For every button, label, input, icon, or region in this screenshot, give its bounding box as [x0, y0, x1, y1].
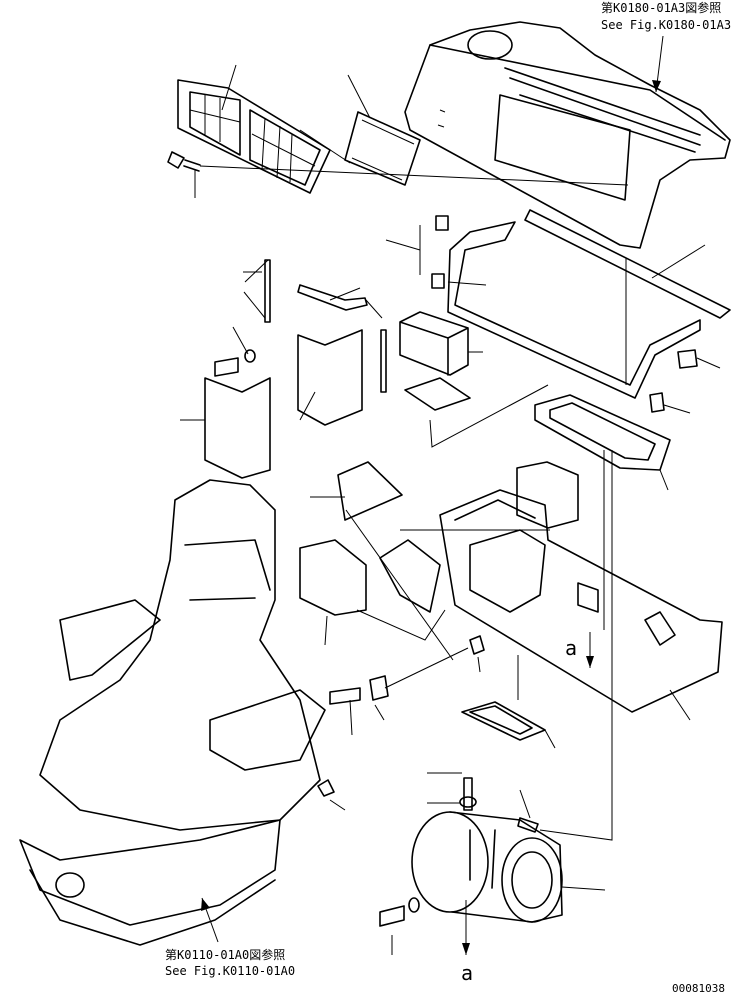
bolt-washer: [214, 349, 256, 377]
marker-arrow-upper-head: [586, 656, 594, 668]
ref-arrow-top-head: [652, 80, 661, 92]
grommet: [469, 635, 485, 655]
washer-blower: [459, 796, 477, 808]
bolt-blower-1: [463, 777, 473, 811]
bolt-blower-2: [379, 905, 405, 927]
cover-box: [516, 461, 579, 529]
side-plate: [297, 329, 363, 426]
filter-inner: [351, 119, 415, 181]
filter-panel: [344, 111, 421, 186]
pad-sheet: [404, 377, 471, 411]
blower-motor: [411, 811, 563, 923]
wedge-plate: [379, 539, 441, 613]
reference-top-jp: 第K0180-01A3図参照: [601, 0, 721, 15]
rod-1: [264, 259, 271, 323]
washer-blower-2: [408, 897, 420, 913]
clip: [517, 817, 539, 833]
louver-grille: [177, 79, 331, 194]
box-tray: [399, 311, 469, 376]
seal-ring: [461, 701, 546, 741]
reference-bottom-en: See Fig.K0110-01A0: [165, 964, 295, 978]
pad-sheet-2: [337, 461, 403, 521]
bolt-left: [329, 687, 361, 705]
seat-fastener: [317, 779, 335, 797]
small-pad-1: [435, 215, 449, 231]
angle-bar: [297, 284, 368, 311]
reference-bottom-jp: 第K0110-01A0図参照: [165, 947, 285, 962]
small-pad-2: [431, 273, 445, 289]
marker-a-upper: a: [565, 636, 577, 660]
marker-a-lower: a: [461, 961, 473, 985]
ref-arrow-bottom-head: [201, 898, 210, 911]
leader-lines: [180, 64, 721, 955]
bent-plate: [204, 377, 271, 479]
switch-body: [369, 675, 389, 701]
top-console-cover: [404, 21, 731, 249]
operator-seat: [19, 479, 326, 946]
console-tray: [439, 489, 723, 713]
gasket: [534, 394, 671, 471]
reference-top-en: See Fig.K0180-01A3: [601, 18, 731, 32]
drawing-number: 00081038: [672, 982, 725, 995]
top-tray-item: [299, 539, 367, 616]
duct-frame-large: [447, 221, 701, 399]
duct-bar: [524, 209, 731, 319]
rod-2: [380, 329, 387, 393]
small-pad-3: [677, 349, 698, 369]
wing-bolt: [167, 151, 201, 172]
marker-arrow-lower-head: [462, 943, 470, 955]
small-pad-4: [649, 392, 665, 413]
